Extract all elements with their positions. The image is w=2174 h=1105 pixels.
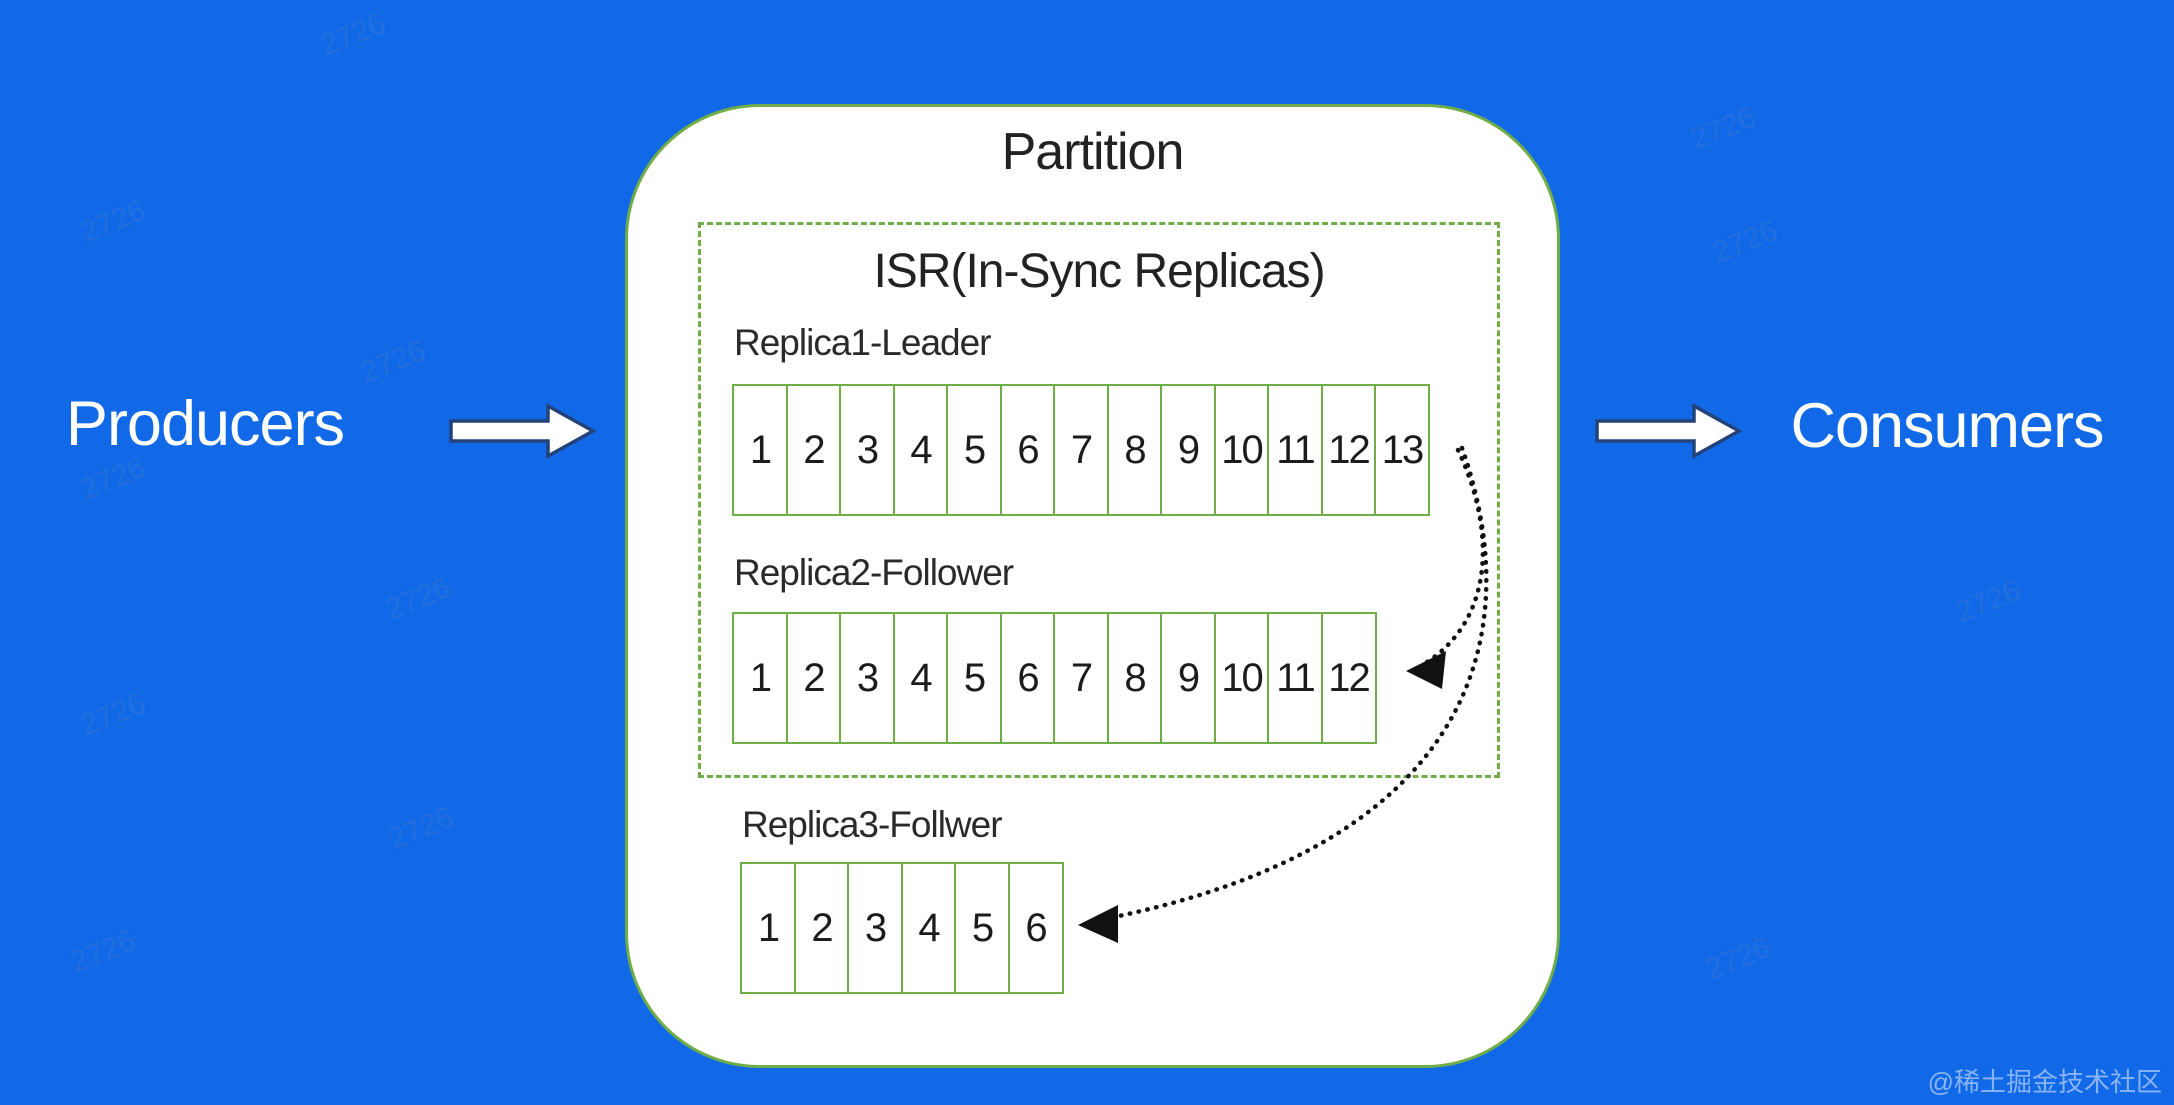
log-cell: 13 (1374, 384, 1430, 516)
log-cell: 3 (839, 384, 895, 516)
partition-title: Partition (1001, 123, 1185, 181)
watermark-text: 2726 (316, 6, 391, 63)
log-cell: 4 (892, 384, 949, 516)
log-cell: 12 (1320, 612, 1377, 744)
consumers-right-arrow-icon (1595, 403, 1742, 459)
producers-right-arrow-icon (449, 403, 596, 459)
watermark-text: 2726 (381, 570, 456, 627)
watermark-text: 2726 (76, 193, 151, 250)
watermark-text: 2726 (76, 686, 151, 743)
log-cell: 5 (946, 612, 1002, 744)
producers-label: Producers (65, 389, 345, 459)
log-cell: 8 (1106, 384, 1163, 516)
log-cell: 3 (839, 612, 895, 744)
log-cell: 9 (1160, 612, 1216, 744)
log-cell: 9 (1160, 384, 1216, 516)
watermark-text: 2726 (1686, 100, 1761, 157)
isr-title: ISR(In-Sync Replicas) (873, 245, 1325, 298)
log-cell: 8 (1106, 612, 1163, 744)
replica2-follower-label: Replica2-Follower (734, 552, 1014, 593)
log-cell: 1 (740, 862, 796, 994)
log-cell: 10 (1213, 384, 1270, 516)
watermark-text: 2726 (66, 923, 141, 980)
log-cell: 6 (999, 384, 1056, 516)
log-cell: 11 (1267, 384, 1323, 516)
log-cell: 4 (892, 612, 949, 744)
log-cell: 10 (1213, 612, 1270, 744)
log-cell: 11 (1267, 612, 1323, 744)
watermark-text: 2726 (1951, 573, 2026, 630)
log-cell: 2 (785, 612, 842, 744)
log-cell: 1 (732, 612, 788, 744)
log-cell: 4 (900, 862, 957, 994)
watermark-text: 2726 (356, 333, 431, 390)
log-cell: 7 (1053, 612, 1109, 744)
log-cell: 2 (793, 862, 850, 994)
watermark-text: 2726 (1708, 213, 1783, 270)
log-cell: 12 (1320, 384, 1377, 516)
replica3-follower-label: Replica3-Follwer (742, 804, 1003, 845)
replica1-leader-label: Replica1-Leader (734, 322, 992, 363)
log-cell: 5 (946, 384, 1002, 516)
consumers-label: Consumers (1790, 391, 2104, 461)
watermark-text: 2726 (1701, 930, 1776, 987)
watermark-text: 2726 (384, 800, 459, 857)
log-cell: 3 (847, 862, 903, 994)
log-cell: 5 (954, 862, 1010, 994)
log-cell: 2 (785, 384, 842, 516)
log-cell: 6 (1007, 862, 1064, 994)
log-cell: 1 (732, 384, 788, 516)
site-watermark: @稀土掘金技术社区 (1927, 1067, 2162, 1097)
log-cell: 7 (1053, 384, 1109, 516)
log-cell: 6 (999, 612, 1056, 744)
